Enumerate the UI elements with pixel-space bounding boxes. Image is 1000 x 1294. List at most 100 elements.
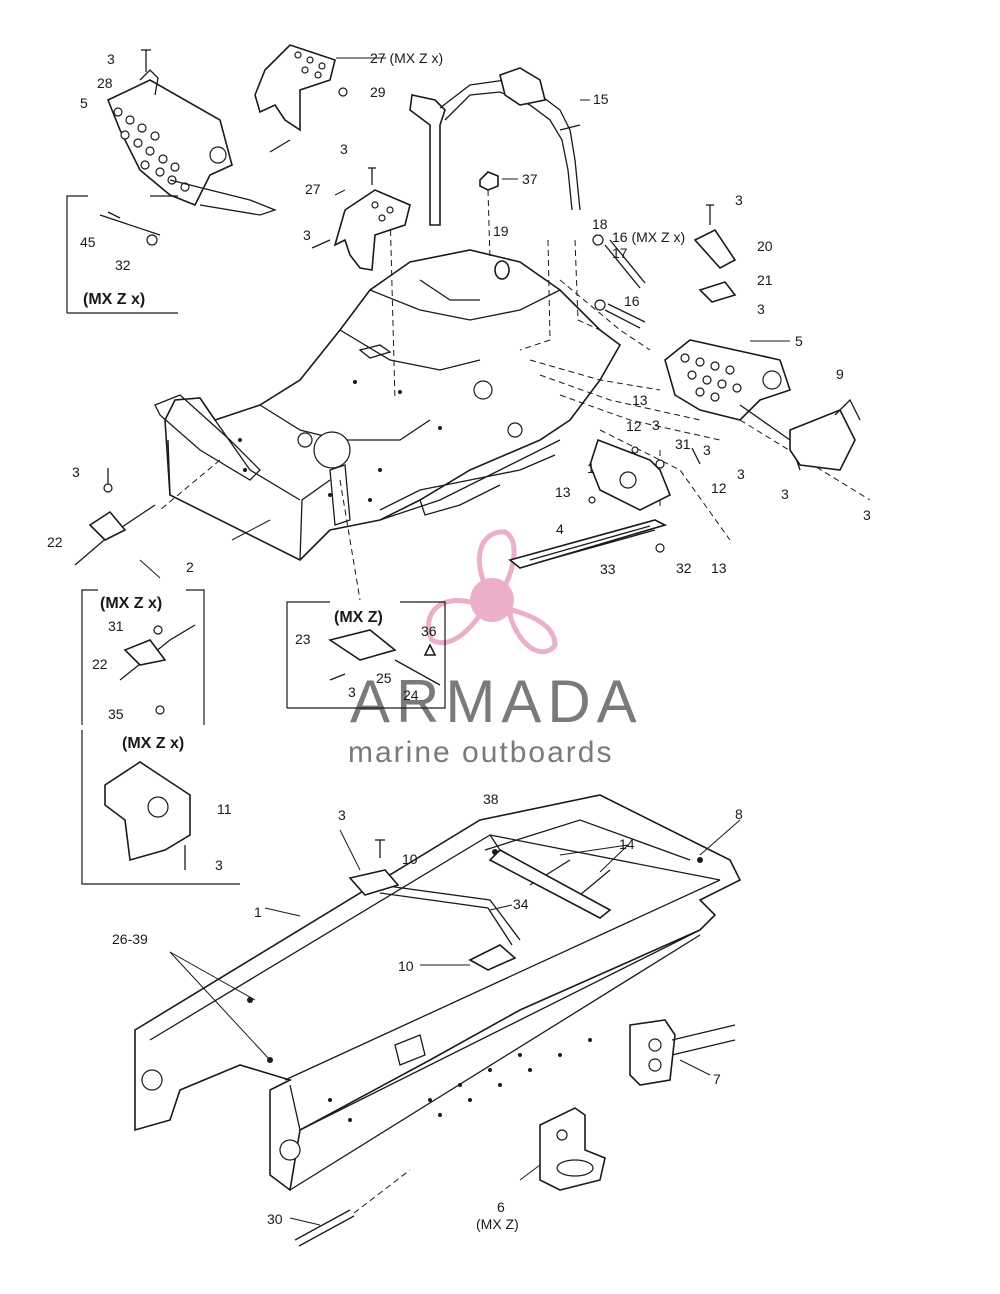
part-30-rod: [294, 1169, 411, 1247]
part-labels: 3 28 5 45 32 27 (MX Z x) 29 15 3 37 27 3…: [47, 50, 871, 1232]
part-33-running-board: [508, 519, 668, 569]
part-9-bracket: [789, 398, 861, 471]
part-label: 2: [186, 559, 194, 575]
upper-frame: [154, 249, 622, 561]
part-label: 16 (MX Z x): [612, 229, 685, 245]
propeller-icon: [426, 529, 558, 655]
part-label: 19: [493, 223, 509, 239]
part-15-steering-column: [409, 67, 581, 226]
part-label: 3: [215, 857, 223, 873]
part-label: 3: [652, 417, 660, 433]
part-37-nut: [479, 171, 499, 191]
part-label: (MX Z): [476, 1216, 519, 1232]
part-label: 24: [403, 687, 419, 703]
part-label: 13: [632, 392, 648, 408]
part-label: 26-39: [112, 931, 148, 947]
part-27-cover: [311, 167, 411, 271]
part-14-slides: [488, 849, 612, 919]
part-label: 3: [340, 141, 348, 157]
part-label: 6: [497, 1199, 505, 1215]
part-label: 3: [781, 486, 789, 502]
watermark-logo: ARMADA marine outboards: [348, 529, 643, 769]
part-label: 9: [836, 366, 844, 382]
part-label: 3: [338, 807, 346, 823]
bolts-16-17: [592, 234, 646, 329]
part-label: 3: [863, 507, 871, 523]
part-label: 28: [97, 75, 113, 91]
group-box-3: [286, 601, 446, 709]
part-label: 4: [556, 521, 564, 537]
part-label: 31: [675, 436, 691, 452]
part-label: 20: [757, 238, 773, 254]
part-label: 10: [398, 958, 414, 974]
part-label: 3: [703, 442, 711, 458]
part-label: 3: [107, 51, 115, 67]
part-label: 3: [735, 192, 743, 208]
part-label: 5: [80, 95, 88, 111]
part-label: 1: [587, 460, 595, 476]
part-label: 3: [757, 301, 765, 317]
watermark-brand: ARMADA: [350, 668, 643, 735]
group-label-mxzx-4: (MX Z x): [122, 735, 184, 752]
part-22-cable: [74, 504, 156, 566]
part-label: 5: [795, 333, 803, 349]
part-label: 22: [92, 656, 108, 672]
part-label: 1: [254, 904, 262, 920]
group-box-4: [81, 730, 240, 885]
part-label: 36: [421, 623, 437, 639]
small-fasteners: [103, 446, 701, 553]
part-label: 3: [737, 466, 745, 482]
part-label: 3: [348, 684, 356, 700]
watermark-tagline: marine outboards: [348, 736, 613, 769]
group-label-mxz-3: (MX Z): [334, 609, 383, 626]
part-label: 13: [711, 560, 727, 576]
part-19-bushing: [494, 260, 510, 280]
group-box-1: [66, 195, 178, 314]
part-label: 32: [115, 257, 131, 273]
bolt-3-top-left: [141, 49, 151, 72]
part-5-footrest-left: [106, 69, 277, 216]
part-label: 18: [592, 216, 608, 232]
part-label: 25: [376, 670, 392, 686]
part-label: 27: [305, 181, 321, 197]
part-label: 34: [513, 896, 529, 912]
part-label: 8: [735, 806, 743, 822]
part-label: 16: [624, 293, 640, 309]
group-label-mxzx-1: (MX Z x): [83, 291, 145, 308]
part-20-21-bracket: [693, 204, 737, 303]
part-label: 15: [593, 91, 609, 107]
part-7-bracket: [629, 1019, 736, 1086]
group-box-2: [81, 589, 205, 725]
part-27-cover-mxzx: [254, 44, 348, 153]
part-label: 13: [555, 484, 571, 500]
part-label: 7: [713, 1071, 721, 1087]
part-label: 29: [370, 84, 386, 100]
part-label: 17: [612, 245, 628, 261]
part-label: 11: [217, 801, 232, 817]
part-label: 21: [757, 272, 773, 288]
leader-lines: [139, 57, 790, 1226]
part-label: 27 (MX Z x): [370, 50, 443, 66]
part-34-rod: [348, 839, 521, 971]
part-label: 38: [483, 791, 499, 807]
part-6-bracket: [539, 1107, 606, 1191]
part-label: 14: [619, 836, 635, 852]
part-label: 33: [600, 561, 616, 577]
part-label: 30: [267, 1211, 283, 1227]
lower-tunnel: [134, 794, 742, 1192]
part-label: 3: [72, 464, 80, 480]
part-4-plate: [589, 438, 672, 511]
part-label: 45: [80, 234, 96, 250]
group-label-mxzx-2: (MX Z x): [100, 595, 162, 612]
part-label: 3: [303, 227, 311, 243]
part-label: 23: [295, 631, 311, 647]
part-label: 35: [108, 706, 124, 722]
part-label: 10: [402, 851, 418, 867]
part-label: 12: [711, 480, 727, 496]
part-label: 37: [522, 171, 538, 187]
part-label: 22: [47, 534, 63, 550]
part-label: 31: [108, 618, 124, 634]
part-label: 32: [676, 560, 692, 576]
part-label: 12: [626, 418, 642, 434]
